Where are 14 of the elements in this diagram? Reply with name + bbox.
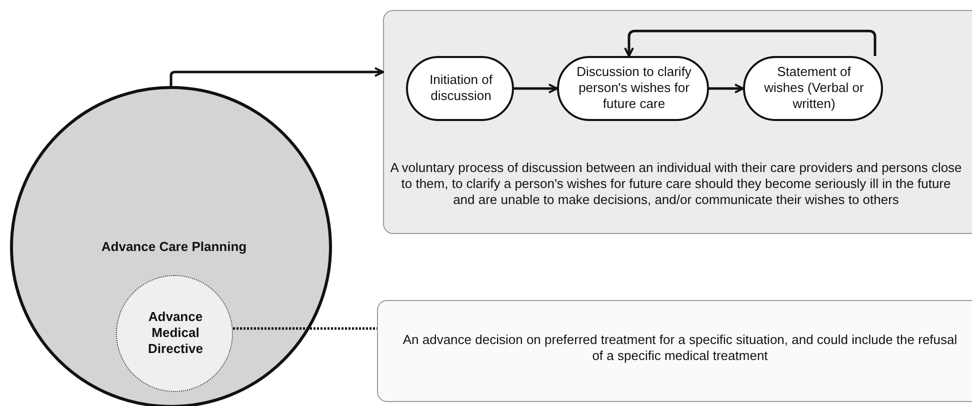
arrow [709, 84, 744, 94]
dotted-connector [233, 327, 377, 330]
node-label: Advance Medical Directive [147, 309, 204, 357]
node-label: Advance Care Planning [100, 239, 248, 255]
node-label: Statement of wishes (Verbal or written) [763, 64, 865, 112]
description-text: A voluntary process of discussion between an individual with their care providers and persons close to them, to clarify a person's wishes for future care should they become seriously ill in the future and are unable to make decisions, and/or communicate their wishes to others [390, 160, 962, 208]
arrow [624, 30, 876, 57]
description-panel [383, 10, 972, 234]
arrow [170, 67, 384, 88]
description-panel [377, 300, 972, 402]
description-text: An advance decision on preferred treatment for a specific situation, and could include the refusal of a specific medical treatment [402, 332, 958, 364]
arrow [514, 84, 558, 94]
node-label: Initiation of discussion [428, 72, 494, 104]
node-label: Discussion to clarify person's wishes for future care [576, 64, 692, 112]
